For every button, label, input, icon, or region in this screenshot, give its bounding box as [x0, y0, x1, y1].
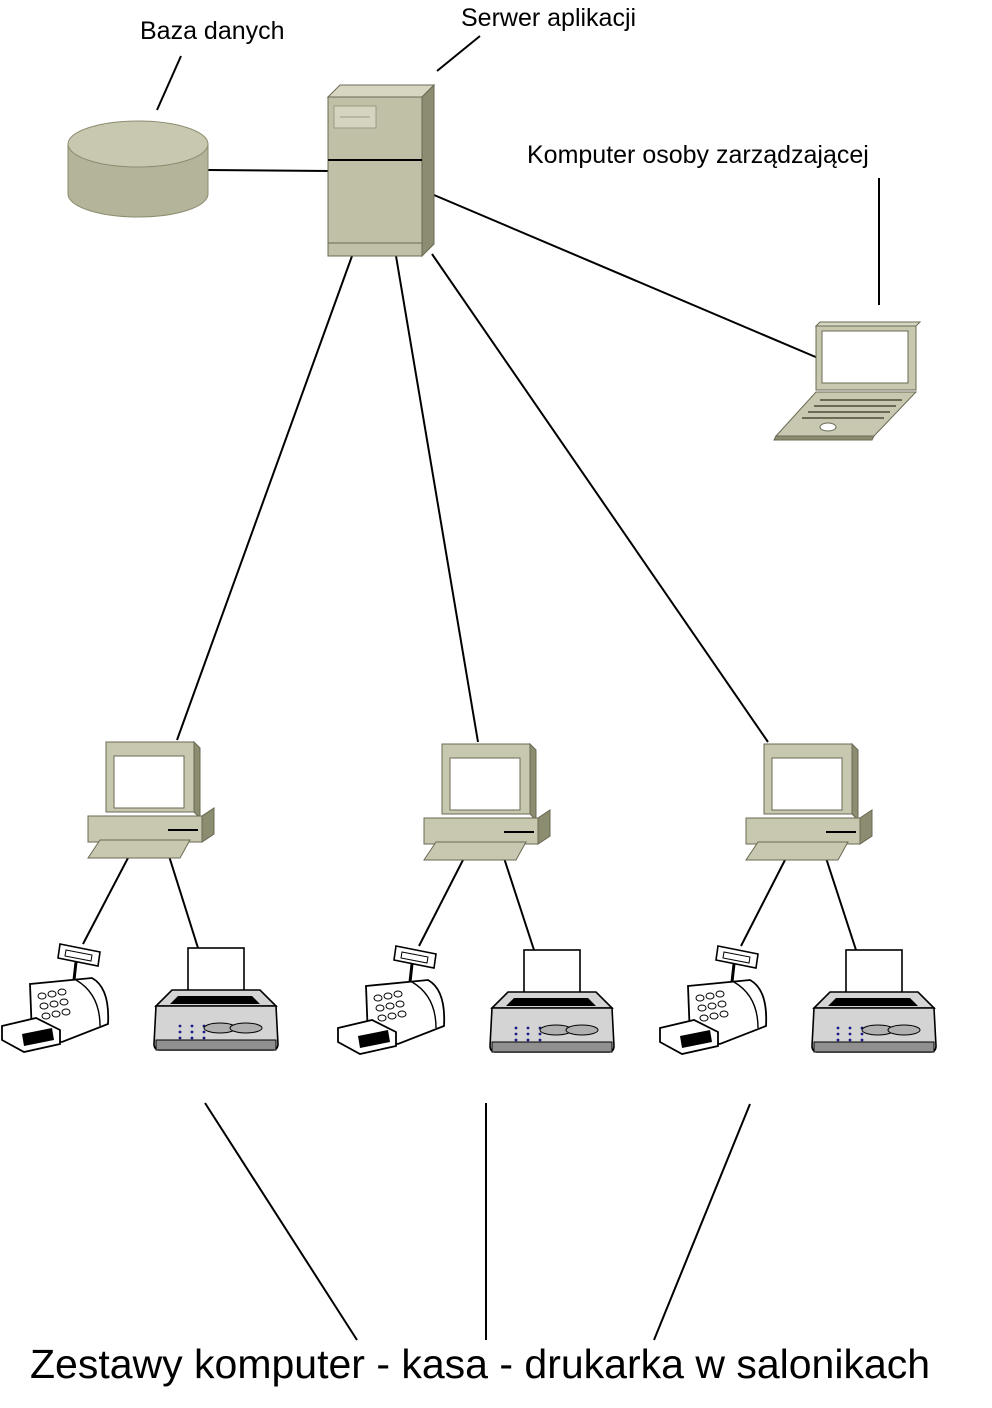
- app-server-label: Serwer aplikacji: [461, 4, 636, 32]
- printer-icon: [811, 949, 937, 1053]
- manager-computer-label: Komputer osoby zarządzającej: [527, 141, 869, 169]
- station-1: [0, 741, 279, 1054]
- database-icon: [67, 120, 209, 218]
- connections: [82, 35, 880, 1341]
- stations-label: Zestawy komputer - kasa - drukarka w sal…: [30, 1341, 930, 1387]
- desktop-computer-icon: [87, 741, 215, 859]
- laptop-icon: [773, 321, 922, 441]
- station-2: [336, 743, 615, 1056]
- server-icon: [326, 83, 436, 258]
- cash-register-icon: [658, 944, 768, 1056]
- station-3: [658, 743, 937, 1056]
- printer-icon: [153, 947, 279, 1051]
- desktop-computer-icon: [423, 743, 551, 861]
- desktop-computer-icon: [745, 743, 873, 861]
- printer-icon: [489, 949, 615, 1053]
- cash-register-icon: [0, 942, 110, 1054]
- database-label: Baza danych: [140, 17, 285, 45]
- cash-register-icon: [336, 944, 446, 1056]
